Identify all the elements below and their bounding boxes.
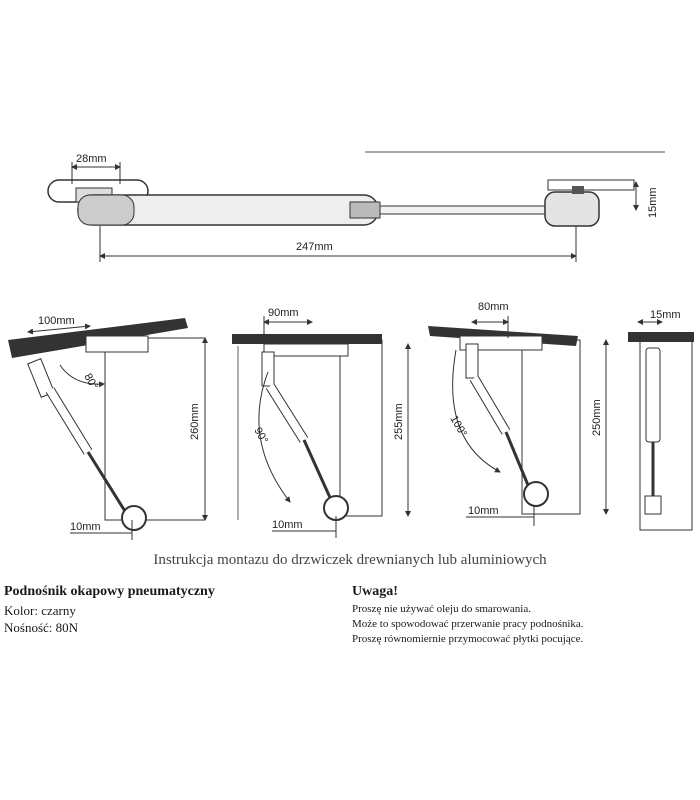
dim-15mm-side: 15mm — [650, 309, 681, 321]
diagram-caption: Instrukcja montazu do drzwiczek drewnian… — [153, 552, 547, 568]
mount-diagram-80deg: 80° 100mm 260mm 10mm — [8, 315, 208, 540]
warning-line: Proszę nie używać oleju do smarowania. — [352, 603, 531, 615]
dim-10mm-1: 10mm — [70, 521, 101, 533]
mount-diagram-100deg: 100° 80mm 250mm 10mm — [428, 301, 609, 526]
angle-90: 90° — [251, 426, 270, 446]
warning-line: Proszę równomiernie przymocować płytki p… — [352, 633, 584, 645]
mount-diagram-90deg: 90° 90mm 255mm 10mm — [232, 307, 411, 538]
product-info: Podnośnik okapowy pneumatyczny Kolor: cz… — [4, 584, 324, 636]
dim-10mm-3: 10mm — [468, 505, 499, 517]
dim-255mm: 255mm — [393, 403, 405, 440]
dim-260mm: 260mm — [189, 403, 201, 440]
gas-strut-top-view: 28mm 15mm 247mm — [47, 153, 659, 262]
warning-title: Uwaga! — [352, 584, 398, 599]
warning-box: Uwaga! Proszę nie używać oleju do smarow… — [352, 584, 692, 647]
mount-diagram-side: 15mm — [628, 309, 694, 531]
warning-line: Może to spowodować przerwanie pracy podn… — [352, 618, 584, 630]
dim-90mm: 90mm — [268, 307, 299, 319]
product-color: Kolor: czarny — [4, 603, 76, 618]
dim-15mm: 15mm — [647, 187, 659, 218]
dim-247mm: 247mm — [296, 241, 333, 253]
dim-10mm-2: 10mm — [272, 519, 303, 531]
angle-80: 80° — [81, 372, 100, 392]
product-title: Podnośnik okapowy pneumatyczny — [4, 584, 215, 599]
dim-80mm: 80mm — [478, 301, 509, 313]
product-load: Nośność: 80N — [4, 620, 79, 635]
installation-diagram: 28mm 15mm 247mm 80° 100mm 260mm — [8, 151, 694, 540]
dim-100mm: 100mm — [38, 315, 75, 327]
angle-100: 100° — [447, 414, 469, 440]
dim-28mm: 28mm — [76, 153, 107, 165]
dim-250mm: 250mm — [591, 399, 603, 436]
